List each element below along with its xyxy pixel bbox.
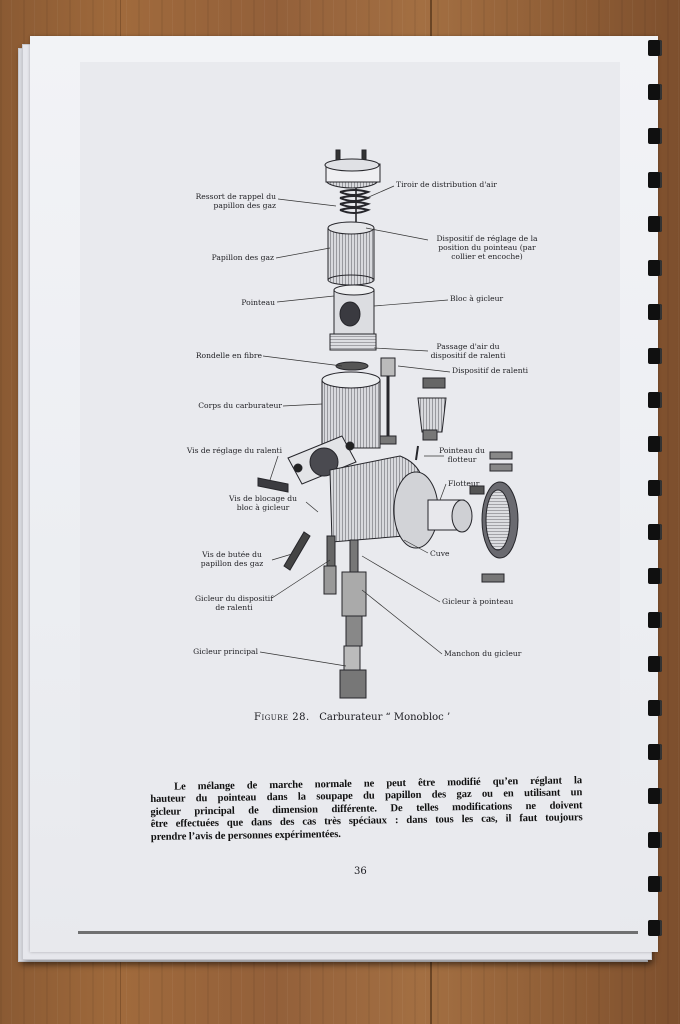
jet-block-part [329, 284, 377, 351]
label-tiroir: Tiroir de distribution d'air [396, 180, 497, 189]
label-line: Vis de réglage du ralenti [186, 446, 282, 455]
page-number: 36 [354, 866, 367, 877]
throttle-slide-part [327, 221, 375, 286]
label-vis-butee: Vis de butée du papillon des gaz [190, 550, 274, 568]
fibre-washer [335, 361, 369, 371]
label-pointeau-flotteur: Pointeau du flotteur [432, 446, 492, 464]
binding-ring [648, 84, 662, 100]
label-line: Cuve [430, 549, 450, 558]
label-cuve: Cuve [430, 549, 450, 558]
label-line: Papillon des gaz [211, 253, 274, 262]
label-gicleur-dispositif: Gicleur du dispositif de ralenti [192, 594, 276, 612]
figure-number: Figure 28. [254, 712, 310, 723]
throttle-spring [339, 189, 371, 214]
label-bloc: Bloc à gicleur [450, 294, 503, 303]
binding-ring [648, 876, 662, 892]
binding-ring [648, 524, 662, 540]
label-line: collier et encoche) [451, 252, 523, 261]
pilot-jet-parts [379, 357, 447, 461]
label-line: Passage d'air du [436, 342, 500, 351]
binding-ring [648, 172, 662, 188]
float-bowl-part [427, 481, 519, 559]
label-line: Dispositif de ralenti [452, 366, 529, 375]
label-vis-blocage: Vis de blocage du bloc à gicleur [218, 494, 308, 512]
label-flotteur: Flotteur [448, 479, 479, 488]
top-cap-part [324, 149, 381, 189]
label-line: Gicleur du dispositif [194, 594, 273, 603]
label-line: Ressort de rappel du [195, 192, 276, 201]
label-line: Corps du carburateur [198, 401, 282, 410]
small-screws [469, 451, 513, 583]
label-line: Rondelle en fibre [195, 351, 262, 360]
throttle-stop-screw [283, 531, 311, 571]
binding-ring [648, 40, 662, 56]
label-manchon: Manchon du gicleur [444, 649, 521, 658]
binding-ring [648, 656, 662, 672]
lower-jet-parts [323, 535, 367, 699]
label-corps: Corps du carburateur [166, 401, 282, 410]
label-line: Vis de blocage du [228, 494, 298, 503]
binding-ring [648, 304, 662, 320]
binding-ring [648, 832, 662, 848]
label-gicleur-pointeau: Gicleur à pointeau [442, 597, 513, 606]
label-line: de ralenti [215, 603, 253, 612]
label-line: flotteur [447, 455, 477, 464]
label-line: Gicleur principal [193, 647, 258, 656]
body-paragraph: Le mélange de marche normale ne peut êtr… [150, 775, 583, 844]
idle-adjust-screw [257, 477, 289, 493]
binding-ring [648, 612, 662, 628]
binding-ring [648, 920, 662, 936]
label-ressort: Ressort de rappel du papillon des gaz [176, 192, 276, 210]
label-dispositif-ralenti: Dispositif de ralenti [452, 366, 528, 375]
figure-title: Carburateur “ Monobloc ’ [319, 712, 451, 723]
binding-ring [648, 788, 662, 804]
scan-edge-line [78, 931, 638, 934]
label-line: papillon des gaz [200, 559, 264, 568]
binding-ring [648, 128, 662, 144]
binding-ring [648, 744, 662, 760]
label-line: Pointeau du [439, 446, 485, 455]
label-vis-reglage: Vis de réglage du ralenti [160, 446, 282, 455]
binding-ring [648, 700, 662, 716]
carburetor-body-part [321, 371, 381, 449]
mixing-chamber-part [287, 435, 439, 549]
label-dispositif-reglage: Dispositif de réglage de la position du … [424, 234, 550, 261]
label-gicleur-principal: Gicleur principal [168, 647, 258, 656]
label-line: Tiroir de distribution d'air [396, 180, 497, 189]
label-line: Manchon du gicleur [444, 649, 522, 658]
binding-ring [648, 568, 662, 584]
label-line: Pointeau [241, 298, 275, 307]
label-line: Gicleur à pointeau [442, 597, 514, 606]
spiral-binding [646, 40, 666, 960]
label-rondelle: Rondelle en fibre [166, 351, 262, 360]
binding-ring [648, 348, 662, 364]
label-line: bloc à gicleur [236, 503, 290, 512]
binding-ring [648, 480, 662, 496]
label-line: Bloc à gicleur [450, 294, 504, 303]
figure-caption: Figure 28. Carburateur “ Monobloc ’ [254, 712, 450, 723]
label-line: Flotteur [448, 479, 480, 488]
binding-ring [648, 436, 662, 452]
label-line: position du pointeau (par [438, 243, 536, 252]
leader-lines [259, 185, 451, 667]
label-line: Dispositif de réglage de la [436, 234, 538, 243]
binding-ring [648, 216, 662, 232]
label-line: dispositif de ralenti [430, 351, 506, 360]
label-papillon: Papillon des gaz [176, 253, 274, 262]
binding-ring [648, 392, 662, 408]
label-passage: Passage d'air du dispositif de ralenti [420, 342, 516, 360]
binding-ring [648, 260, 662, 276]
label-line: Vis de butée du [202, 550, 262, 559]
label-pointeau: Pointeau [200, 298, 275, 307]
label-line: papillon des gaz [213, 201, 276, 210]
